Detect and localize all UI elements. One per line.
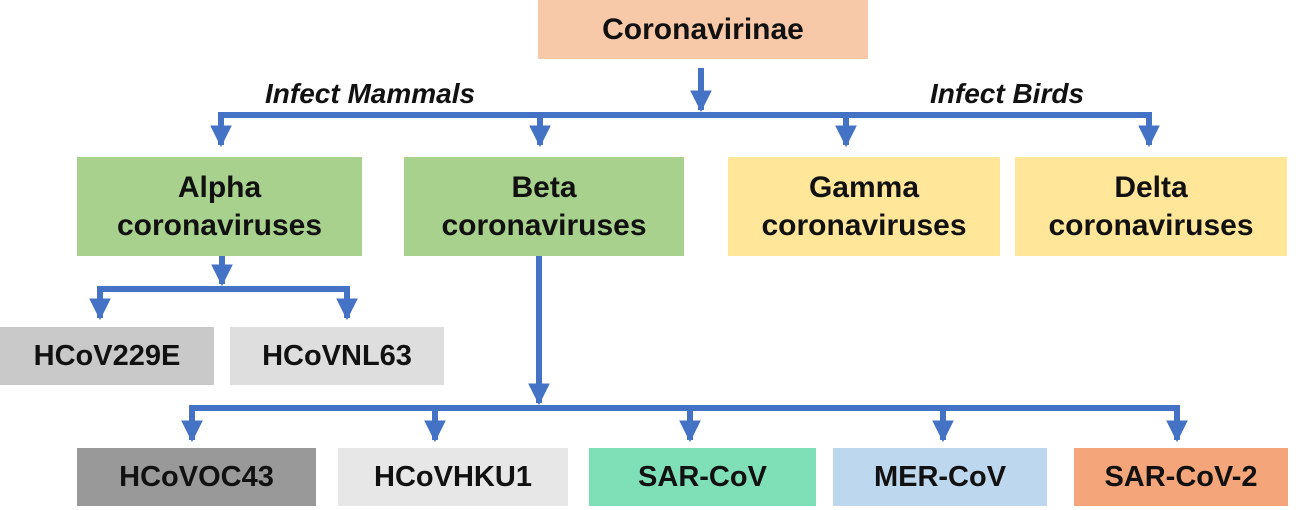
node-sar-cov: SAR-CoV <box>589 448 816 506</box>
node-coronavirinae-label: Coronavirinae <box>602 12 804 46</box>
node-sar-cov-2: SAR-CoV-2 <box>1074 448 1288 506</box>
node-gamma-coronaviruses: Gamma coronaviruses <box>728 157 1000 256</box>
node-gamma-line1: Gamma <box>808 171 920 204</box>
node-delta-coronaviruses: Delta coronaviruses <box>1015 157 1287 256</box>
node-alpha-line1: Alpha <box>177 171 262 204</box>
label-infect-mammals: Infect Mammals <box>265 78 476 109</box>
node-coronavirinae: Coronavirinae <box>538 0 868 59</box>
node-mer-cov-label: MER-CoV <box>873 460 1007 493</box>
node-hcovhku1-label: HCoVHKU1 <box>374 460 532 493</box>
node-beta-line2: coronaviruses <box>441 208 647 242</box>
node-hcovnl63-label: HCoVNL63 <box>262 339 412 372</box>
node-beta-line1: Beta <box>511 171 577 204</box>
node-mer-cov: MER-CoV <box>833 448 1047 506</box>
node-hcov229e-label: HCoV229E <box>33 339 181 372</box>
node-beta-coronaviruses: Beta coronaviruses <box>404 157 684 256</box>
node-hcovnl63: HCoVNL63 <box>230 327 444 385</box>
node-sar-cov-label: SAR-CoV <box>638 460 767 493</box>
node-sar-cov-2-label: SAR-CoV-2 <box>1104 460 1258 493</box>
node-delta-line1: Delta <box>1114 171 1188 204</box>
node-hcovhku1: HCoVHKU1 <box>338 448 568 506</box>
node-hcovoc43: HCoVOC43 <box>77 448 316 506</box>
node-delta-line2: coronaviruses <box>1048 208 1254 242</box>
node-gamma-line2: coronaviruses <box>761 208 967 242</box>
label-infect-birds: Infect Birds <box>930 78 1085 109</box>
node-alpha-line2: coronaviruses <box>116 208 323 242</box>
node-alpha-coronaviruses: Alpha coronaviruses <box>77 157 362 256</box>
node-hcovoc43-label: HCoVOC43 <box>119 460 274 493</box>
node-hcov229e: HCoV229E <box>0 327 214 385</box>
